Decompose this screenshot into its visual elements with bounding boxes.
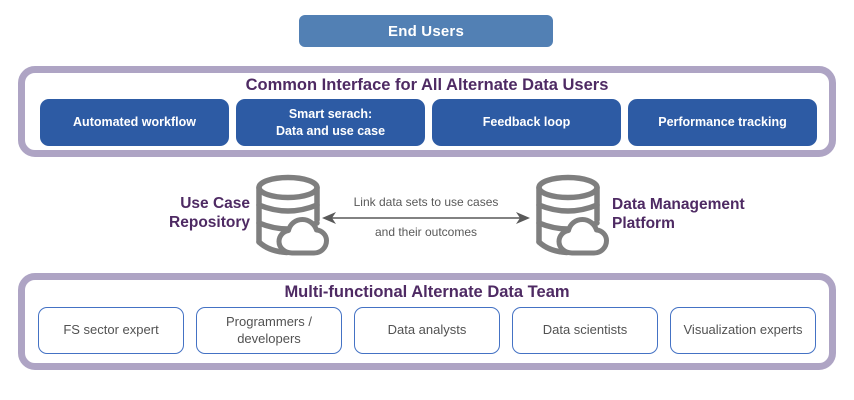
common-interface-button-row: Automated workflow Smart serach: Data an… bbox=[25, 96, 829, 146]
node-feedback-loop: Feedback loop bbox=[432, 99, 621, 146]
node-performance-tracking: Performance tracking bbox=[628, 99, 817, 146]
node-data-scientists: Data scientists bbox=[512, 307, 658, 354]
common-interface-title: Common Interface for All Alternate Data … bbox=[245, 76, 609, 94]
node-data-analysts: Data analysts bbox=[354, 307, 500, 354]
database-cloud-icon bbox=[534, 174, 618, 258]
end-users-node: End Users bbox=[299, 15, 553, 47]
node-automated-workflow: Automated workflow bbox=[40, 99, 229, 146]
link-text-line2: and their outcomes bbox=[374, 225, 478, 239]
double-arrow-icon bbox=[322, 212, 530, 224]
node-smart-search: Smart serach: Data and use case bbox=[236, 99, 425, 146]
team-member-row: FS sector expert Programmers / developer… bbox=[25, 303, 829, 354]
node-fs-sector-expert: FS sector expert bbox=[38, 307, 184, 354]
node-visualization-experts: Visualization experts bbox=[670, 307, 816, 354]
data-management-platform-label: Data Management Platform bbox=[612, 196, 745, 232]
link-text-line1: Link data sets to use cases bbox=[353, 195, 499, 209]
team-title: Multi-functional Alternate Data Team bbox=[284, 283, 570, 301]
common-interface-panel: Common Interface for All Alternate Data … bbox=[18, 66, 836, 157]
database-cloud-icon bbox=[254, 174, 338, 258]
node-programmers-developers: Programmers / developers bbox=[196, 307, 342, 354]
link-annotation: Link data sets to use cases and their ou… bbox=[322, 196, 530, 239]
team-panel: Multi-functional Alternate Data Team FS … bbox=[18, 273, 836, 370]
use-case-repository-label: Use Case Repository bbox=[169, 195, 250, 231]
